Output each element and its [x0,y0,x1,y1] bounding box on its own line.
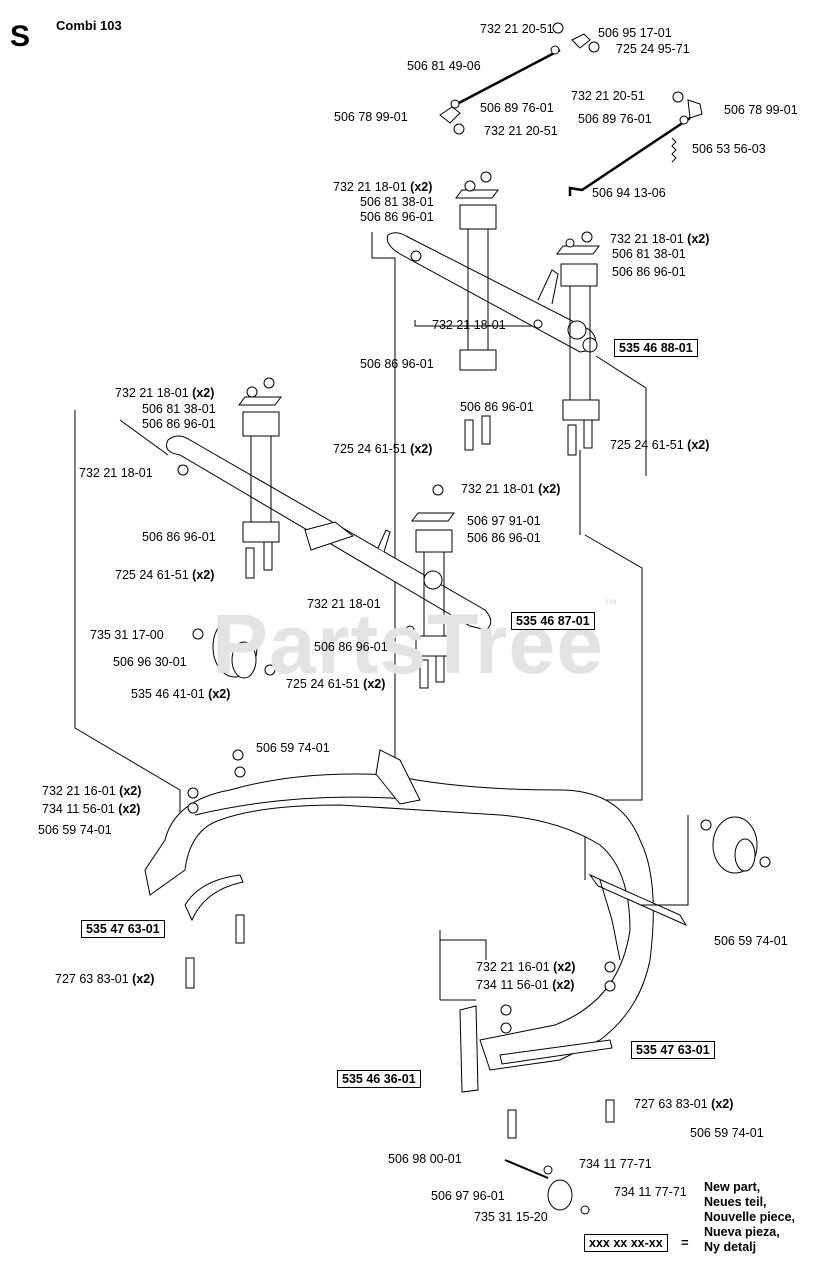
part-label: 535 46 41-01 (x2) [131,687,231,701]
part-label: 506 86 96-01 [360,210,434,224]
part-label: 506 95 17-01 [598,26,672,40]
legend-line: Neues teil, [704,1195,767,1209]
part-label: 506 81 38-01 [612,247,686,261]
part-label: 734 11 77-71 [614,1185,687,1199]
part-label: 727 63 83-01 (x2) [55,972,155,986]
part-label: 725 24 61-51 (x2) [333,442,433,456]
legend-line: Ny detalj [704,1240,757,1254]
part-label: 725 24 61-51 (x2) [286,677,386,691]
part-label: 725 24 95-71 [616,42,690,56]
part-label: 732 21 18-01 [307,597,381,611]
part-label: 732 21 18-01 [432,318,506,332]
legend-new-part-box: xxx xx xx-xx [584,1234,668,1252]
part-label: 506 89 76-01 [578,112,652,126]
part-label: 735 31 15-20 [474,1210,548,1224]
legend-equals: = [681,1235,689,1250]
part-label: 506 59 74-01 [690,1126,764,1140]
part-label: 735 31 17-00 [90,628,164,642]
part-label: 506 97 96-01 [431,1189,505,1203]
part-label: 506 86 96-01 [612,265,686,279]
part-label: 506 96 30-01 [113,655,187,669]
part-label: 506 86 96-01 [142,530,216,544]
part-label: 734 11 56-01 (x2) [42,802,141,816]
part-label: 732 21 18-01 [79,466,153,480]
part-label: 506 86 96-01 [360,357,434,371]
legend-text: New part, Neues teil, Nouvelle piece, Nu… [704,1180,795,1255]
new-part-label: 535 47 63-01 [631,1041,715,1059]
section-letter: S [10,20,31,53]
part-label: 506 59 74-01 [256,741,330,755]
part-label: 506 86 96-01 [314,640,388,654]
part-label: 506 81 38-01 [360,195,434,209]
part-label: 506 78 99-01 [724,103,798,117]
new-part-label: 535 47 63-01 [81,920,165,938]
part-label: 732 21 18-01 (x2) [115,386,215,400]
part-label: 732 21 16-01 (x2) [42,784,142,798]
part-label: 506 86 96-01 [142,417,216,431]
part-label: 506 81 38-01 [142,402,216,416]
part-label: 506 97 91-01 [467,514,541,528]
part-label: 732 21 18-01 (x2) [333,180,433,194]
page-title: Combi 103 [56,18,122,33]
part-label: 506 94 13-06 [592,186,666,200]
part-label: 506 59 74-01 [714,934,788,948]
part-label: 732 21 20-51 [571,89,645,103]
legend-line: Nouvelle piece, [704,1210,796,1224]
part-label: 734 11 56-01 (x2) [476,978,575,992]
new-part-label: 535 46 36-01 [337,1070,421,1088]
new-part-label: 535 46 87-01 [511,612,595,630]
legend-line: New part, [704,1180,761,1194]
watermark: PartsTree™ [212,596,619,691]
new-part-label: 535 46 88-01 [614,339,698,357]
part-label: 732 21 16-01 (x2) [476,960,576,974]
part-label: 725 24 61-51 (x2) [610,438,710,452]
part-label: 506 89 76-01 [480,101,554,115]
part-label: 727 63 83-01 (x2) [634,1097,734,1111]
part-label: 506 86 96-01 [460,400,534,414]
part-label: 506 78 99-01 [334,110,408,124]
part-label: 732 21 20-51 [484,124,558,138]
part-label: 506 59 74-01 [38,823,112,837]
part-label: 506 81 49-06 [407,59,481,73]
part-label: 506 53 56-03 [692,142,766,156]
part-label: 725 24 61-51 (x2) [115,568,215,582]
part-label: 732 21 18-01 (x2) [610,232,710,246]
part-label: 732 21 20-51 [480,22,554,36]
part-label: 732 21 18-01 (x2) [461,482,561,496]
part-label: 506 86 96-01 [467,531,541,545]
legend-line: Nueva pieza, [704,1225,780,1239]
part-label: 506 98 00-01 [388,1152,462,1166]
part-label: 734 11 77-71 [579,1157,652,1171]
